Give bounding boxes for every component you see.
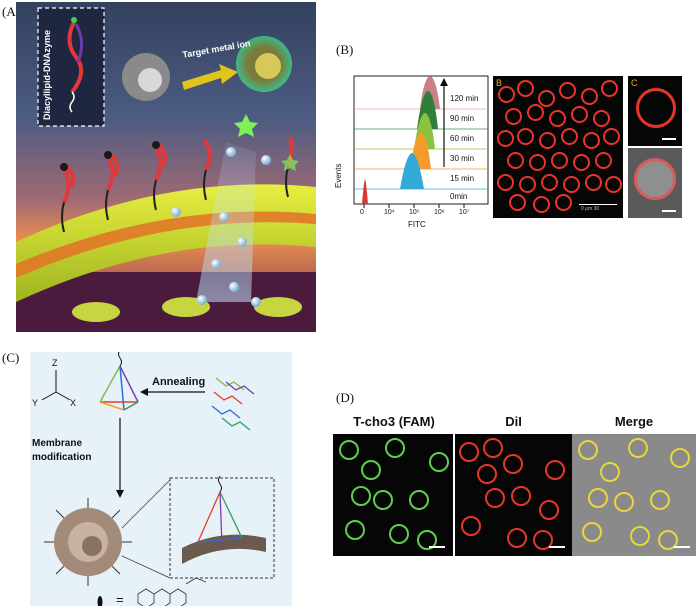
panel-a-illustration: Diacyllipid-DNAzyme Target metal ion (16, 2, 316, 332)
panel-b-label: (B) (336, 42, 354, 57)
axis-y: Y (32, 398, 39, 408)
hist-x-label: FITC (408, 220, 426, 229)
single-cell-merge (628, 148, 682, 218)
scale-text: 0 μm 30 (581, 206, 600, 212)
red-cells-micrograph: B 0 μm 30 (493, 76, 623, 218)
tick-0: 0 (360, 209, 364, 216)
header-dil: DiI (505, 414, 522, 429)
axis-z: Z (52, 358, 58, 368)
time-label-90: 90 min (450, 114, 475, 123)
scale-bar-c1 (662, 138, 676, 140)
single-cell-fluorescence: C (628, 76, 682, 146)
tick-1: 10⁴ (384, 209, 395, 216)
time-label-120: 120 min (450, 94, 479, 103)
scale-bar (579, 204, 617, 205)
y-label-wrap: Events (334, 152, 346, 192)
scale-bar-d2 (549, 546, 565, 548)
panel-d-label: (D) (336, 390, 355, 405)
scale-bar-d3 (674, 546, 690, 548)
histogram-svg (353, 75, 489, 208)
time-label-60: 60 min (450, 134, 475, 143)
time-label-15: 15 min (450, 174, 475, 183)
time-label-0: 0min (450, 192, 468, 201)
fam-micrograph (333, 434, 453, 556)
cell-membrane-illustration (16, 2, 316, 332)
annealing-label: Annealing (152, 376, 206, 388)
membrane-modification-diagram (41, 349, 275, 609)
tick-2: 10⁵ (409, 209, 420, 216)
inset-label-wrap: Diacyllipid-DNAzyme (40, 22, 56, 122)
dil-micrograph (455, 434, 572, 556)
tick-4: 10⁷ (459, 209, 470, 216)
panel-c-label: (C) (2, 350, 20, 365)
sub-c-label: C (631, 78, 638, 88)
time-label-30: 30 min (450, 154, 475, 163)
panel-a-label: (A) (2, 4, 21, 19)
hist-y-label: Events (334, 163, 343, 188)
sub-b-label: B (496, 78, 503, 88)
inset-label: Diacyllipid-DNAzyme (42, 29, 52, 120)
axis-x: X (70, 398, 77, 408)
tick-3: 10⁶ (434, 209, 445, 216)
membrane-label-2: modification (32, 452, 92, 463)
equals-sign: = (116, 592, 124, 607)
scale-bar-c2 (662, 210, 676, 212)
header-fam: T-cho3 (FAM) (353, 414, 435, 429)
header-merge: Merge (614, 414, 654, 429)
scale-bar-d1 (429, 546, 445, 548)
panel-c-background: Z Y X Annealing Membrane modification = (30, 349, 292, 609)
flow-cytometry-histogram: Events 0 10⁴ 10⁵ 10⁶ 10⁷ FITC 120 min 90… (334, 72, 492, 232)
merge-micrograph (572, 434, 696, 556)
membrane-label-1: Membrane (32, 438, 83, 449)
